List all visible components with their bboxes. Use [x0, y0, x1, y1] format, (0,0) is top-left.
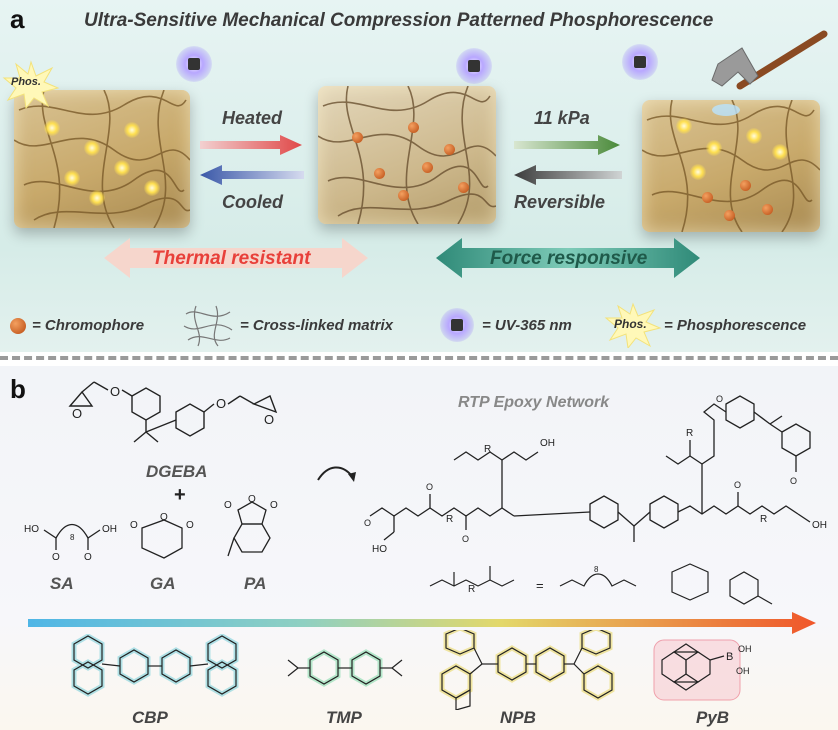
npb-structure — [439, 630, 615, 710]
thermal-resistant-arrow-icon — [104, 238, 368, 278]
o-atom: O — [270, 500, 278, 511]
sa-structure: HO O 8 O OH — [24, 523, 117, 560]
o-atom: O — [72, 406, 82, 421]
oh-atom: OH — [102, 524, 117, 535]
matrix-fibers-right — [642, 100, 820, 232]
phosphorescent-block — [14, 90, 190, 228]
ho-atom: HO — [24, 524, 39, 535]
chromophore-cbp: CBP — [132, 708, 168, 727]
force-responsive-arrow-icon — [436, 238, 700, 278]
force-responsive-label: Force responsive — [490, 248, 648, 269]
network-r-atom: R — [484, 444, 491, 455]
phos-legend-badge: Phos. — [614, 317, 647, 331]
press-arrow-icon — [514, 135, 620, 155]
network-r-atom: R — [760, 514, 767, 525]
o-atom: O — [160, 512, 168, 523]
pressure-label: 11 kPa — [534, 108, 590, 128]
cooled-arrow-icon — [200, 165, 304, 185]
ester-subscript: 8 — [594, 565, 599, 574]
epoxy-network-structure: O HO O R O R OH R O R O O OH — [364, 394, 827, 555]
network-o-atom: O — [462, 534, 469, 544]
gradient-arrow-icon — [28, 612, 816, 634]
pyb-structure: B OH OH — [653, 639, 752, 701]
o-atom: O — [186, 520, 194, 531]
network-oh-atom: OH — [540, 438, 555, 449]
network-o-atom: O — [716, 394, 723, 404]
thermal-resistant-label: Thermal resistant — [152, 248, 311, 269]
network-o-atom: O — [426, 482, 433, 492]
panel-a: a Ultra-Sensitive Mechanical Compression… — [0, 0, 838, 352]
oh-atom: OH — [738, 644, 752, 654]
o-atom: O — [264, 412, 274, 427]
uv-lamp-icon — [622, 44, 658, 80]
matrix-fibers-left — [14, 90, 190, 228]
panel-a-label: a — [10, 4, 25, 34]
matrix-fibers-middle — [318, 86, 496, 224]
phos-legend-icon — [604, 302, 662, 348]
network-r-atom: R — [686, 428, 693, 439]
legend-matrix: = Cross-linked matrix — [240, 317, 393, 334]
network-o-atom: O — [790, 476, 797, 486]
o-atom: O — [84, 552, 92, 560]
legend-chromophore: = Chromophore — [32, 317, 145, 334]
panel-b-label: b — [10, 374, 26, 404]
chromophore-npb: NPB — [500, 708, 536, 727]
chromophore-legend-icon — [10, 318, 26, 334]
dgeba-structure: O O O O — [68, 381, 278, 443]
network-ho-atom: HO — [372, 544, 387, 555]
o-atom: O — [110, 384, 120, 399]
sa-label: SA — [50, 574, 74, 593]
o-atom: O — [216, 396, 226, 411]
equals-sign: = — [536, 578, 544, 593]
o-atom: O — [224, 500, 232, 511]
sa-subscript: 8 — [70, 533, 75, 542]
hammer-icon — [711, 30, 828, 116]
phos-badge: Phos. — [11, 76, 41, 88]
compressed-block — [642, 100, 820, 232]
heated-label: Heated — [222, 108, 283, 128]
reversible-label: Reversible — [514, 192, 606, 212]
panel-divider — [0, 356, 838, 360]
uv-legend-icon — [440, 308, 474, 342]
reversible-arrow-icon — [514, 165, 622, 185]
plus-sign: + — [174, 484, 186, 506]
reaction-arrow-icon — [317, 466, 356, 482]
oh-atom: OH — [736, 666, 750, 676]
uv-lamp-icon — [176, 46, 212, 82]
boron-atom: B — [726, 651, 733, 663]
network-o-atom: O — [364, 518, 371, 528]
panel-b: b O O O O DGEBA + HO — [0, 366, 838, 730]
pa-label: PA — [244, 574, 267, 593]
matrix-legend-icon — [183, 305, 233, 347]
ga-structure: O O O — [130, 512, 194, 559]
network-o-atom: O — [734, 480, 741, 490]
cooled-label: Cooled — [222, 192, 283, 212]
ester-r-atom: R — [468, 584, 475, 595]
tmp-structure — [287, 649, 403, 687]
ester-equivalence: R = 8 — [429, 563, 773, 605]
legend-uv: = UV-365 nm — [482, 317, 572, 334]
heated-matrix-block — [318, 86, 496, 224]
pa-structure: O O O — [224, 494, 278, 557]
dgeba-label: DGEBA — [146, 462, 208, 481]
cbp-structure — [71, 634, 239, 697]
o-atom: O — [52, 552, 60, 560]
phos-burst-icon — [2, 60, 60, 110]
panel-a-title: Ultra-Sensitive Mechanical Compression P… — [84, 10, 714, 31]
network-title: RTP Epoxy Network — [458, 394, 610, 411]
chromophore-pyb: PyB — [696, 708, 730, 727]
network-r-atom: R — [446, 514, 453, 525]
network-oh-atom: OH — [812, 520, 827, 531]
uv-lamp-icon — [456, 48, 492, 84]
ga-label: GA — [150, 574, 176, 593]
legend-phosphorescence: = Phosphorescence — [664, 317, 807, 334]
o-atom: O — [248, 494, 256, 505]
o-atom: O — [130, 520, 138, 531]
heated-arrow-icon — [200, 135, 302, 155]
chromophore-tmp: TMP — [326, 708, 362, 727]
